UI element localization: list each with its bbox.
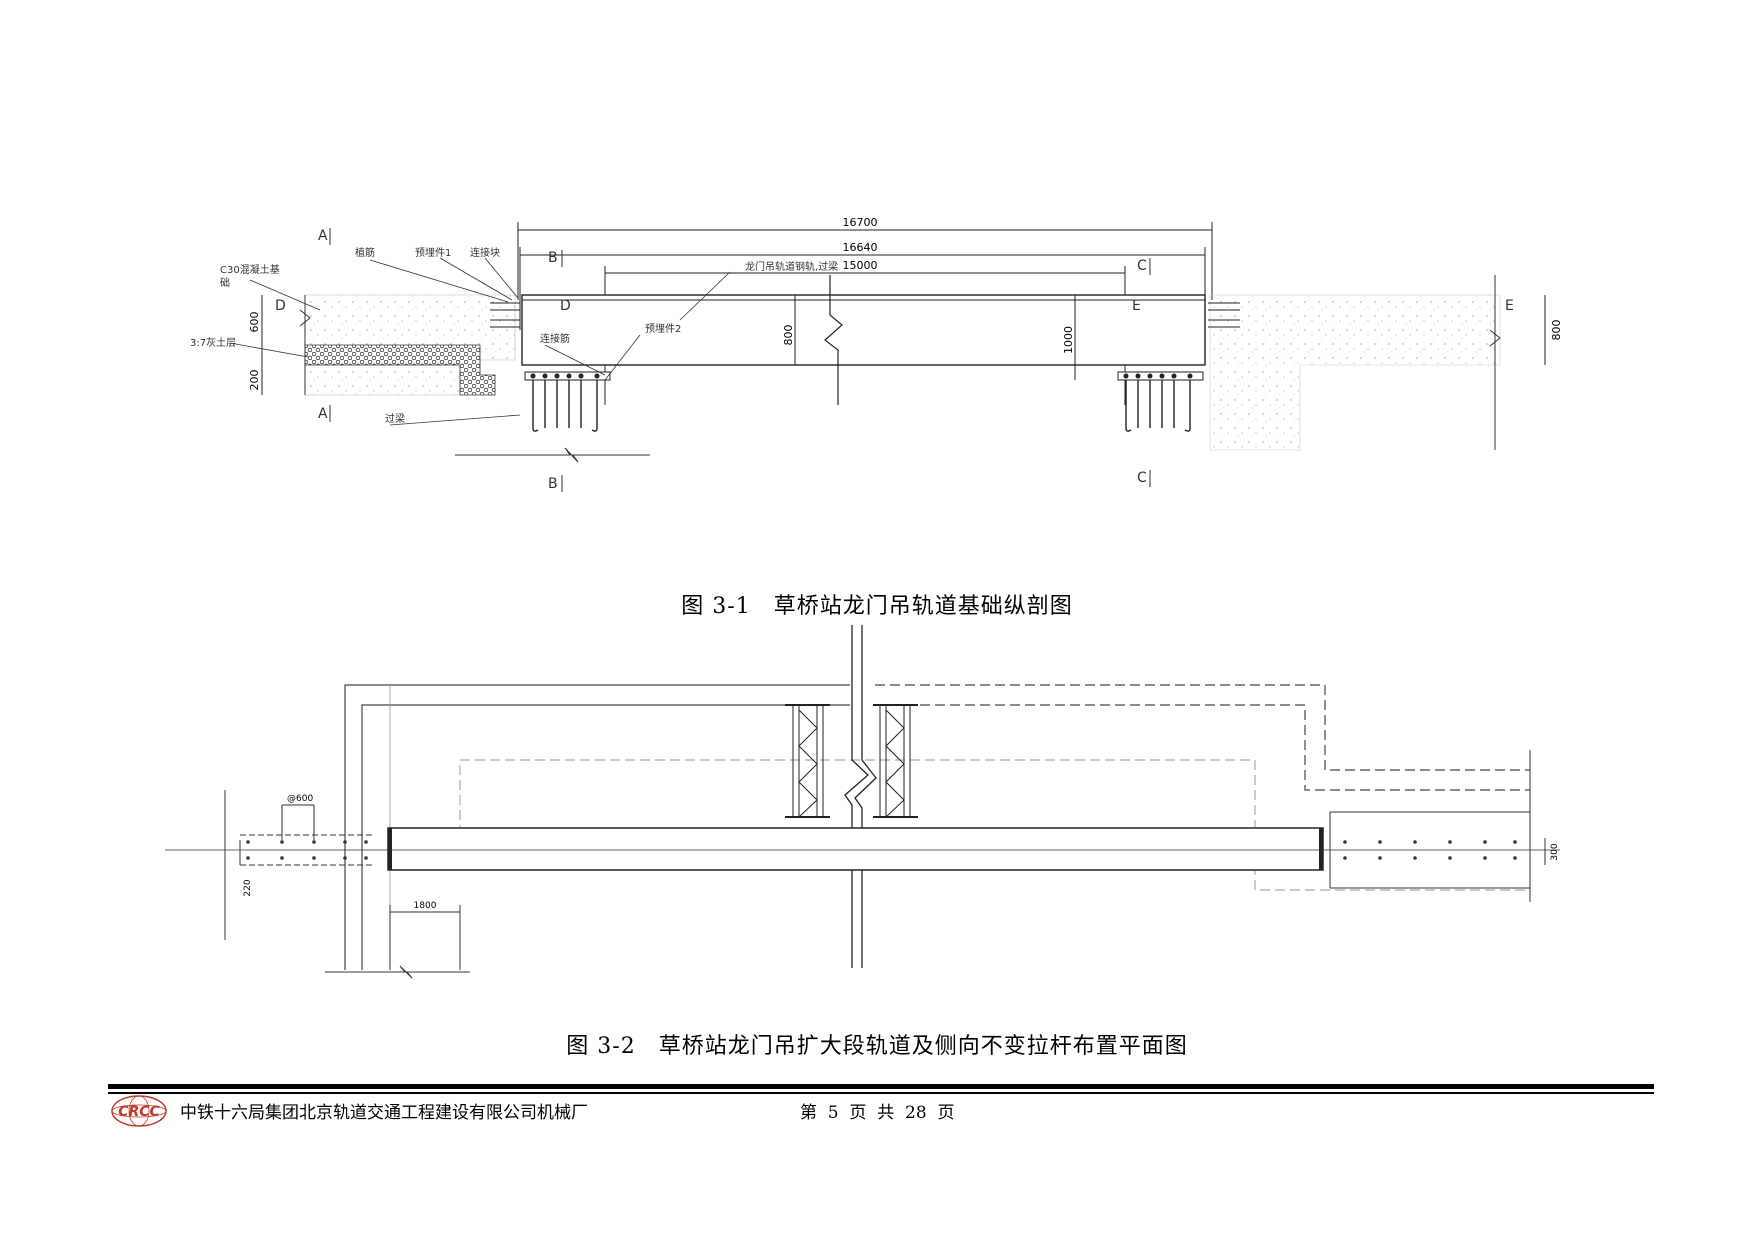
- section-a-top: A: [318, 228, 328, 244]
- dim-15000: 15000: [843, 259, 878, 272]
- section-e-right: E: [1505, 298, 1514, 314]
- section-d-left: D: [275, 298, 286, 314]
- dim-200: 200: [248, 370, 261, 391]
- footer-rule-thin: [108, 1092, 1654, 1094]
- dim-600: 600: [248, 312, 261, 333]
- label-c30: C30混凝土基: [220, 263, 280, 276]
- label-soil: 3:7灰土层: [190, 336, 236, 349]
- label-conrod: 连接筋: [540, 332, 570, 345]
- figure-3-1-drawing: 16700 16640 15000: [190, 216, 1563, 492]
- figure-3-1-caption: 图 3-1 草桥站龙门吊轨道基础纵剖图: [681, 594, 1073, 619]
- label-embed2: 预埋件2: [645, 323, 681, 335]
- dim-220: 220: [243, 879, 253, 896]
- dim-800-right: 800: [1550, 320, 1563, 341]
- footer-page-number: 第 5 页 共 28 页: [800, 1103, 955, 1123]
- section-d-beam: D: [560, 298, 571, 314]
- section-c-top: C: [1137, 258, 1147, 274]
- dim-800-beam: 800: [782, 325, 795, 346]
- figure-3-2-caption: 图 3-2 草桥站龙门吊扩大段轨道及侧向不变拉杆布置平面图: [566, 1034, 1188, 1059]
- section-b-top: B: [548, 250, 558, 266]
- section-a-bot: A: [318, 406, 328, 422]
- logo-text: CRCC: [118, 1104, 160, 1120]
- label-connect: 连接块: [470, 246, 500, 259]
- dim-16700: 16700: [843, 216, 878, 229]
- figure-3-2-drawing: @600 220 300 1800: [165, 625, 1560, 979]
- dim-1000: 1000: [1062, 326, 1075, 354]
- dim-300: 300: [1550, 843, 1560, 860]
- dim-16640: 16640: [843, 241, 878, 254]
- label-guoliang: 过梁: [385, 412, 405, 425]
- section-b-bot: B: [548, 476, 558, 492]
- company-logo: CRCC: [111, 1095, 167, 1127]
- section-c-bot: C: [1137, 470, 1147, 486]
- label-c30b: 础: [220, 277, 230, 289]
- label-embed1: 预埋件1: [415, 247, 451, 259]
- dim-at-600: @600: [287, 794, 313, 804]
- section-e-beam: E: [1132, 298, 1141, 314]
- dim-1800: 1800: [414, 901, 437, 911]
- label-rail: 龙门吊轨道钢轨,过梁: [745, 260, 838, 273]
- footer-rule-thick: [108, 1084, 1654, 1089]
- footer-company: 中铁十六局集团北京轨道交通工程建设有限公司机械厂: [180, 1103, 588, 1123]
- label-bolt: 植筋: [355, 246, 375, 259]
